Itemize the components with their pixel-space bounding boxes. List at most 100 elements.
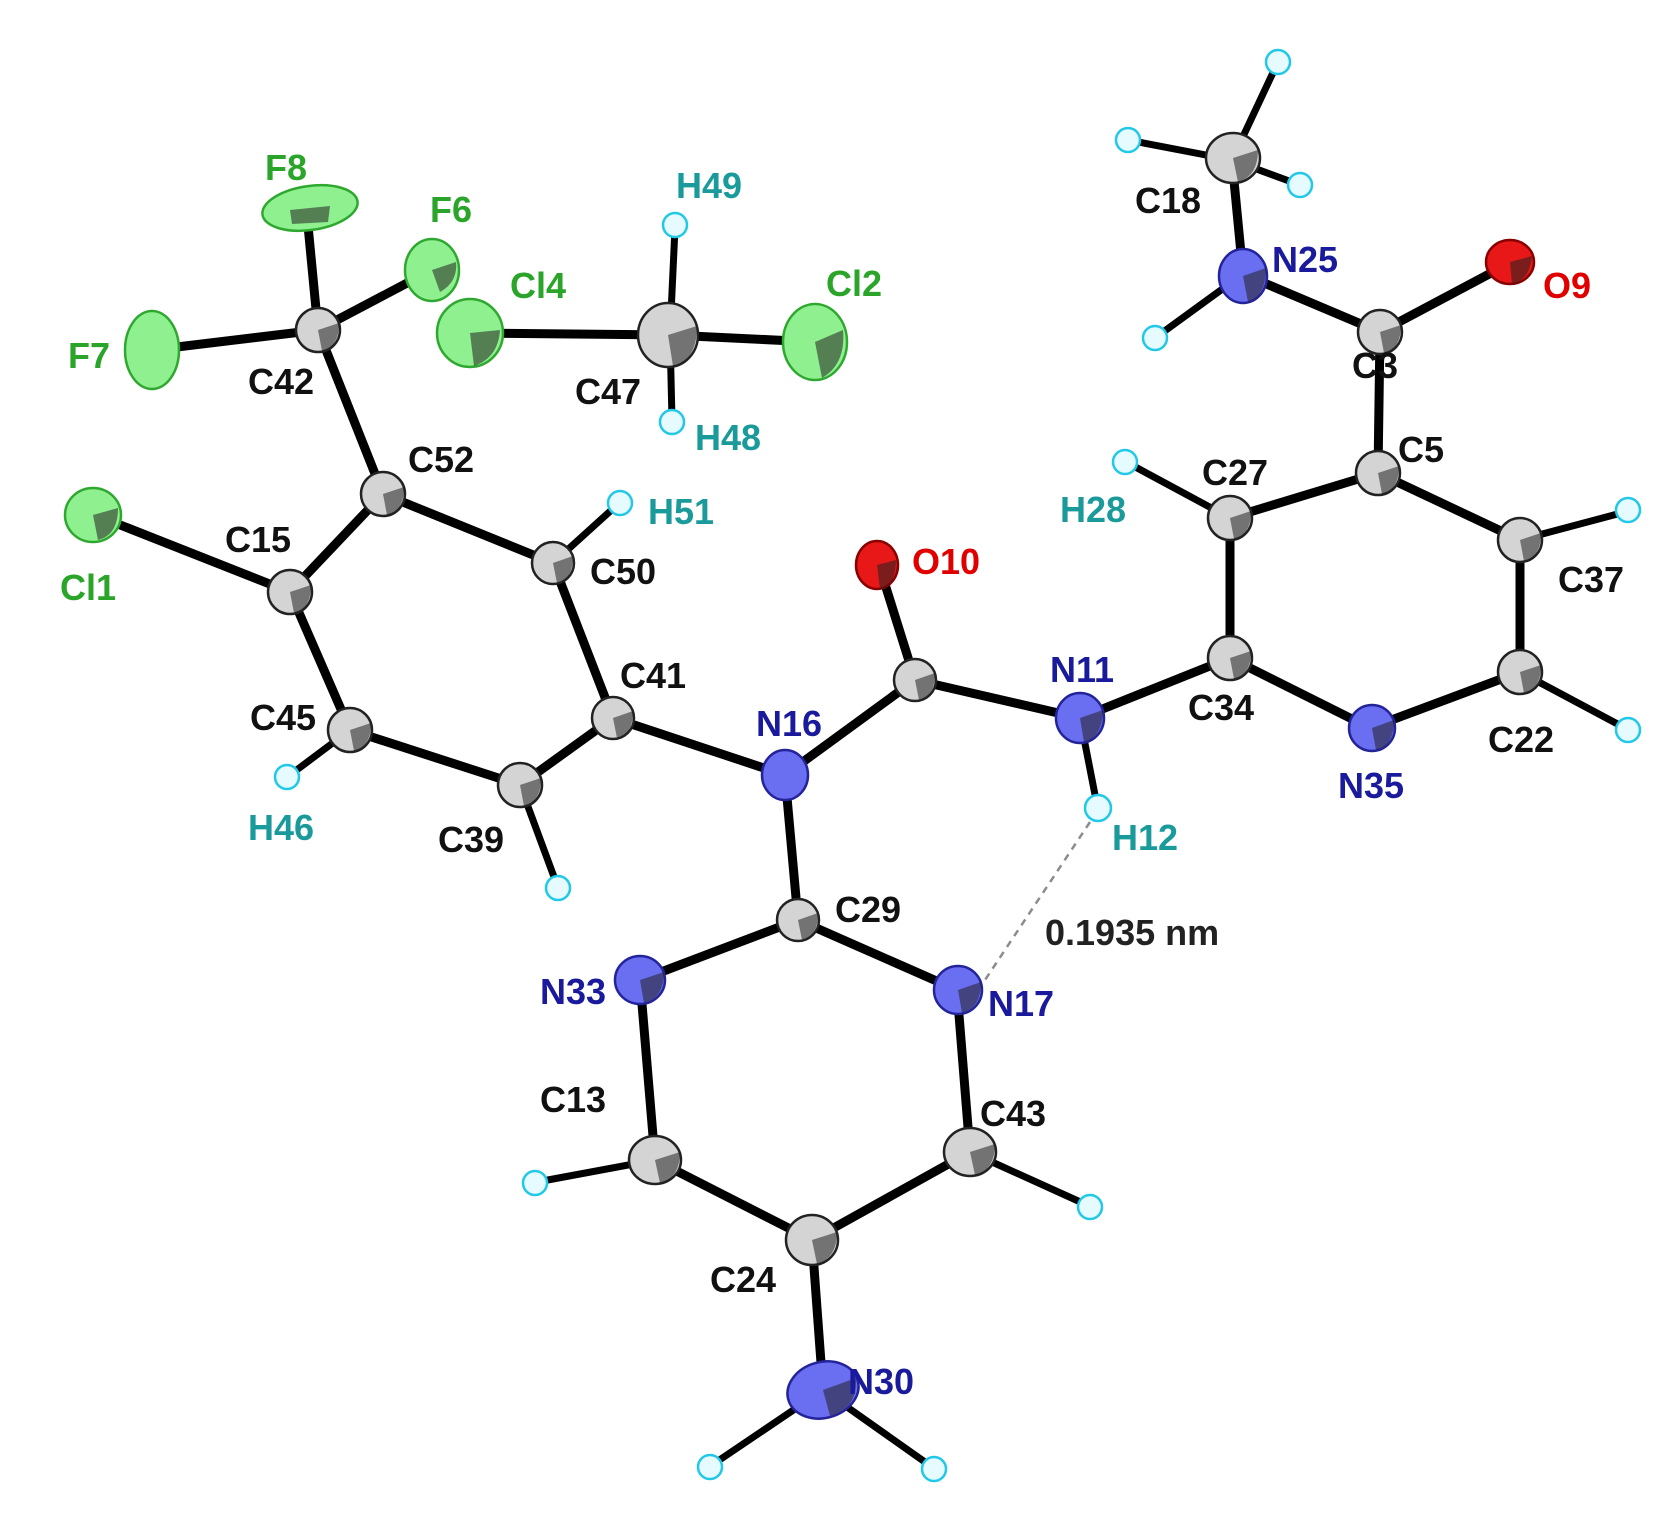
- atom-C22-octant: [1520, 665, 1541, 693]
- label-O9: O9: [1543, 265, 1591, 306]
- label-N33: N33: [540, 971, 606, 1012]
- atom-C29-octant: [798, 913, 818, 940]
- label-C24: C24: [710, 1259, 776, 1300]
- atom-H-C18a: [1264, 48, 1292, 76]
- atom-H-N30a: [696, 1453, 724, 1481]
- atom-N16: [760, 748, 810, 802]
- label-N30: N30: [848, 1361, 914, 1402]
- atom-H-C43: [1076, 1193, 1104, 1221]
- bond-N16-C41: [608, 713, 790, 780]
- label-C13: C13: [540, 1079, 606, 1120]
- atom-F7: [123, 309, 181, 391]
- distance-label: 0.1935 nm: [1045, 912, 1219, 953]
- label-C22: C22: [1488, 719, 1554, 760]
- label-F7: F7: [68, 335, 110, 376]
- atom-C41-octant: [613, 711, 633, 738]
- atom-H48: [658, 408, 686, 436]
- atom-H-N30b: [920, 1455, 948, 1483]
- atom-H46: [273, 763, 301, 791]
- label-Cl2: Cl2: [826, 263, 882, 304]
- label-Cl1: Cl1: [60, 567, 116, 608]
- label-F8: F8: [265, 147, 307, 188]
- atom-F8-octant: [290, 206, 330, 224]
- atom-N30-octant: [823, 1378, 857, 1416]
- label-C47: C47: [575, 371, 641, 412]
- label-H51: H51: [648, 491, 714, 532]
- label-C27: C27: [1202, 452, 1268, 493]
- bond-C45-C39: [345, 725, 525, 790]
- label-N35: N35: [1338, 765, 1404, 806]
- atom-H51: [606, 489, 634, 517]
- atom-C42-octant: [318, 323, 339, 351]
- label-O10: O10: [912, 541, 980, 582]
- bond-C29-N33: [635, 915, 803, 985]
- label-H49: H49: [676, 165, 742, 206]
- label-C39: C39: [438, 819, 504, 860]
- atom-C3-octant: [1380, 325, 1401, 353]
- atom-C-urea-octant: [915, 673, 935, 700]
- atom-C47-octant: [668, 326, 697, 366]
- label-C5: C5: [1398, 429, 1444, 470]
- atom-H12: [1083, 793, 1113, 823]
- atom-C18-octant: [1233, 150, 1258, 182]
- atom-O9-octant: [1510, 256, 1532, 284]
- atom-labels: F8 F6 F7 C42 H49 Cl4 Cl2 C47 H48 C18 N25…: [60, 147, 1624, 1402]
- atom-H-C39: [544, 874, 572, 902]
- bond-C43-C24: [807, 1147, 975, 1245]
- atom-C37-octant: [1520, 533, 1541, 561]
- atoms: [63, 48, 1642, 1483]
- bond-Curea-N16: [780, 675, 920, 780]
- atom-C5-octant: [1378, 466, 1399, 494]
- bond-N33-C13: [635, 975, 660, 1165]
- bond-C13-C24: [650, 1155, 817, 1245]
- label-N11: N11: [1050, 649, 1114, 690]
- label-C52: C52: [408, 439, 474, 480]
- label-C29: C29: [835, 889, 901, 930]
- atom-H-C37: [1614, 496, 1642, 524]
- label-N16: N16: [756, 703, 822, 744]
- bond-N17-C43: [952, 985, 975, 1157]
- bond-C15-C45: [285, 587, 355, 735]
- atom-H-C13: [521, 1169, 549, 1197]
- atom-O10-octant: [877, 560, 896, 589]
- atom-C34-octant: [1230, 651, 1251, 679]
- bond-N35-C34: [1225, 653, 1375, 733]
- atom-Cl2-octant: [815, 330, 844, 378]
- hydrogen-bond-H12-N17: [983, 821, 1092, 981]
- atom-H28: [1111, 448, 1139, 476]
- atom-C50-octant: [553, 556, 573, 583]
- label-C18: C18: [1135, 180, 1201, 221]
- label-C41: C41: [620, 655, 686, 696]
- label-C42: C42: [248, 361, 314, 402]
- atom-H49: [661, 211, 689, 239]
- bond-C22-N35: [1365, 667, 1525, 733]
- atom-C24-octant: [812, 1232, 837, 1264]
- atom-C43-octant: [970, 1144, 995, 1175]
- bond-C34-N11: [1075, 653, 1235, 723]
- atom-C13-octant: [655, 1152, 680, 1183]
- atom-N35-octant: [1372, 720, 1394, 750]
- label-C37: C37: [1558, 559, 1624, 600]
- bond-C41-C50: [548, 558, 618, 723]
- bond-C3-C5: [1373, 327, 1385, 478]
- atom-H-C22: [1614, 716, 1642, 744]
- label-C34: C34: [1188, 687, 1254, 728]
- label-F6: F6: [430, 189, 472, 230]
- atom-C15-octant: [290, 585, 311, 613]
- label-H12: H12: [1112, 817, 1178, 858]
- label-N25: N25: [1272, 239, 1338, 280]
- label-C15: C15: [225, 519, 291, 560]
- bond-C5-C27: [1225, 468, 1383, 523]
- label-C50: C50: [590, 551, 656, 592]
- atom-C45-octant: [350, 723, 371, 751]
- label-Cl4: Cl4: [510, 265, 566, 306]
- bond-C5-C37: [1373, 468, 1525, 545]
- bond-C42-C52: [313, 325, 388, 499]
- atom-H-C18c: [1286, 171, 1314, 199]
- atom-N17-octant: [958, 982, 981, 1013]
- label-C3: C3: [1352, 345, 1398, 386]
- bond-N11-Curea: [910, 675, 1085, 723]
- atom-N25-octant: [1243, 268, 1266, 302]
- bond-C29-N17: [793, 915, 962, 995]
- atom-N11-octant: [1080, 710, 1103, 742]
